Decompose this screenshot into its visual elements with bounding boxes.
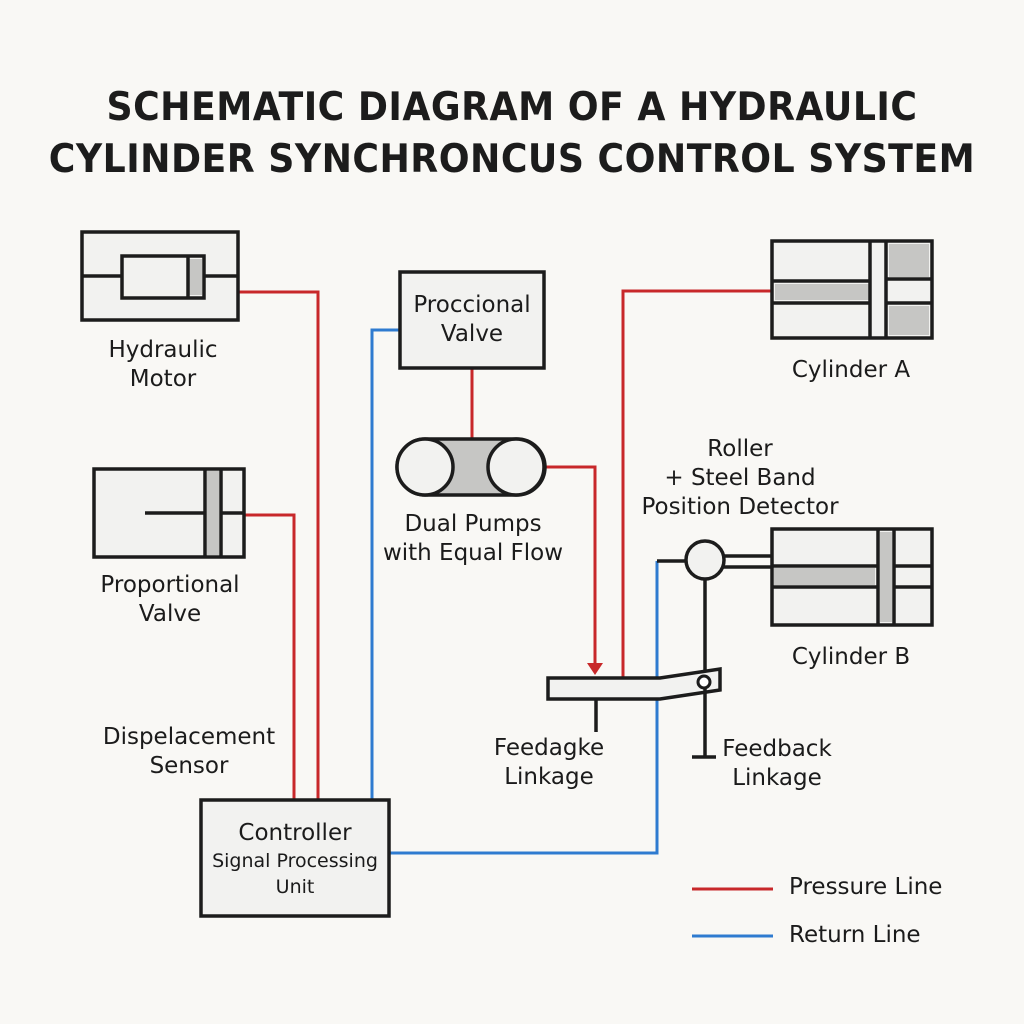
label-line: Linkage: [504, 764, 594, 790]
title-line-2: CYLINDER SYNCHRONCUS CONTROL SYSTEM: [48, 137, 976, 182]
cylinder-b-symbol: [770, 527, 934, 627]
roller-circle: [684, 539, 726, 581]
dual-pumps-symbol: [395, 437, 547, 497]
displacement-sensor-label: Dispelacement Sensor: [103, 723, 275, 781]
label-line: Hydraulic: [108, 337, 218, 363]
label-line: Return Line: [789, 922, 921, 948]
lever-pivot: [696, 674, 712, 690]
legend-return-label: Return Line: [789, 921, 921, 950]
pump-left: [395, 437, 455, 497]
label-line: Position Detector: [641, 494, 839, 520]
label-line: Dispelacement: [102, 724, 276, 750]
pressure-line-valve-to-controller: [245, 513, 296, 800]
label-line: Feedagke: [493, 735, 605, 761]
pressure-line-cylinder-a: [621, 289, 772, 678]
controller-box: [199, 798, 391, 918]
pressure-line-pumps-to-linkage: [544, 465, 597, 665]
label-line: Feedback: [722, 736, 832, 762]
pump-right: [486, 437, 546, 497]
label-line: Dual Pumps: [404, 511, 542, 537]
legend: [692, 887, 773, 938]
cylinder-a-label: Cylinder A: [792, 356, 910, 385]
legend-pressure-label: Pressure Line: [789, 873, 942, 902]
label-line: Valve: [138, 601, 202, 627]
feedback-linkage-left-label: Feedagke Linkage: [494, 734, 604, 792]
pressure-arrow-head: [587, 663, 603, 675]
position-detector-label: Roller + Steel Band Position Detector: [641, 435, 838, 522]
label-line: Signal Processing: [212, 850, 378, 872]
pressure-line-motor-to-controller: [238, 290, 320, 800]
label-line: Cylinder B: [791, 644, 911, 670]
label-line: Sensor: [149, 753, 229, 779]
controller-label: Controller Signal Processing Unit: [212, 819, 378, 900]
cylinder-a-symbol: [770, 239, 934, 340]
diagram-title: SCHEMATIC DIAGRAM OF A HYDRAULIC CYLINDE…: [36, 82, 988, 186]
feedback-linkage-right-label: Feedback Linkage: [722, 735, 832, 793]
label-line: Cylinder A: [791, 357, 911, 383]
proportional-valve-center-label: Proccional Valve: [413, 291, 530, 349]
label-line: Proccional: [413, 292, 531, 318]
label-line: Pressure Line: [789, 874, 943, 900]
label-line: Roller: [707, 436, 773, 462]
label-line: Linkage: [732, 765, 822, 791]
pressure-lines: [238, 289, 772, 800]
label-line: + Steel Band: [664, 465, 816, 491]
feedback-lever-symbol: [546, 666, 722, 759]
hydraulic-motor-label: Hydraulic Motor: [108, 336, 217, 394]
label-line: Unit: [275, 876, 315, 898]
label-line: Proportional: [100, 572, 240, 598]
dual-pumps-label: Dual Pumps with Equal Flow: [383, 510, 563, 568]
label-line: Controller: [238, 820, 352, 846]
hydraulic-motor-symbol: [80, 230, 240, 322]
cylinder-b-label: Cylinder B: [792, 643, 910, 672]
roller-position-detector-symbol: [657, 539, 772, 678]
proportional-valve-left-label: Proportional Valve: [100, 571, 239, 629]
proportional-valve-left-symbol: [92, 467, 246, 559]
return-line-controller-to-detector: [389, 561, 659, 855]
return-lines: [370, 328, 659, 855]
label-line: Motor: [129, 366, 197, 392]
title-line-1: SCHEMATIC DIAGRAM OF A HYDRAULIC: [106, 85, 918, 130]
label-line: with Equal Flow: [382, 540, 564, 566]
label-line: Valve: [440, 321, 504, 347]
return-line-valve-to-controller: [370, 328, 400, 800]
proportional-valve-center-box: [398, 270, 546, 370]
